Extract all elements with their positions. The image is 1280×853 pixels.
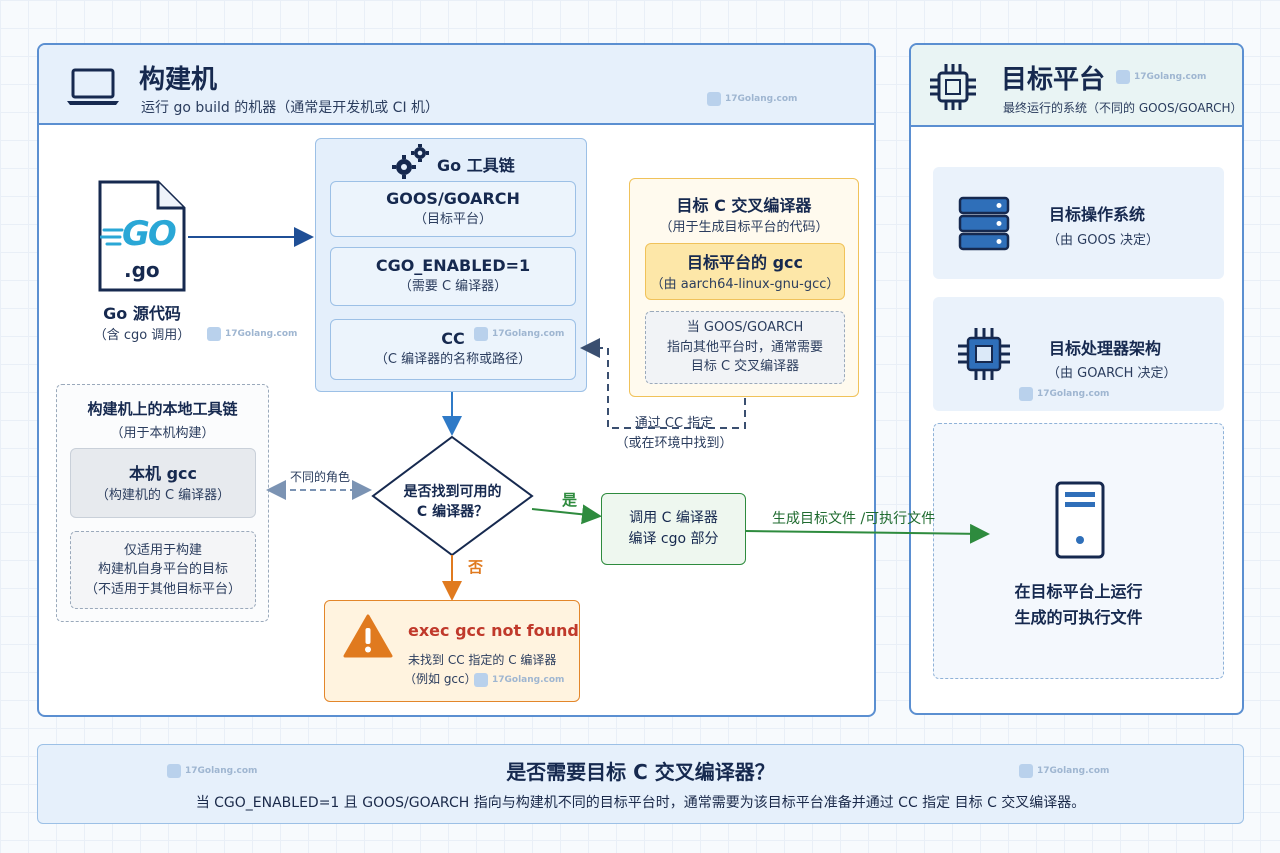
compile-line2: 编译 cgo 部分 [628,531,719,547]
arrow-output [744,523,990,544]
watermark-logo-icon [474,673,488,687]
cross-gcc-box: 目标平台的 gcc （由 aarch64-linux-gnu-gcc） [645,243,845,300]
target-os-desc: （由 GOOS 决定） [1047,233,1160,248]
cross-compiler-desc: （用于生成目标平台的代码） [659,220,829,235]
go-logo: GO [122,214,177,254]
server-icon [958,196,1010,251]
build-machine-subtitle: 运行 go build 的机器（通常是开发机或 CI 机） [141,100,440,116]
watermark: 17Golang.com [167,764,257,778]
toolchain-cgo-enabled: CGO_ENABLED=1 （需要 C 编译器） [330,247,576,306]
cross-gcc-desc: （由 aarch64-linux-gnu-gcc） [650,276,840,292]
no-label: 否 [468,558,484,576]
target-run-line1: 在目标平台上运行 [1014,582,1143,601]
yes-label: 是 [562,491,578,509]
different-role-label: 不同的角色 [289,470,350,484]
go-source-desc: （含 cgo 调用） [93,328,191,343]
via-cc-line1: 通过 CC 指定 [634,416,714,431]
build-machine-title: 构建机 [139,65,218,95]
compile-box: 调用 C 编译器 编译 cgo 部分 [601,493,746,565]
target-run-line2: 生成的可执行文件 [1014,608,1143,627]
error-title: exec gcc not found [408,621,579,640]
target-arch-desc: （由 GOARCH 决定） [1047,366,1177,381]
target-run-card: 在目标平台上运行 生成的可执行文件 [933,423,1224,679]
cross-note-line3: 目标 C 交叉编译器 [690,359,800,375]
chip-icon [930,64,976,110]
local-gcc-desc: （构建机的 C 编译器） [95,488,231,504]
footer-title: 是否需要目标 C 交叉编译器？ [506,760,775,784]
laptop-icon [67,68,119,105]
watermark-logo-icon [474,327,488,341]
go-toolchain-title: Go 工具链 [437,156,515,175]
target-arch-card: 目标处理器架构 （由 GOARCH 决定） [933,297,1224,411]
toolchain-goos-goarch: GOOS/GOARCH （目标平台） [330,181,576,237]
target-platform-panel: 目标平台 最终运行的系统（不同的 GOOS/GOARCH） 目标操作系统 （由 … [909,43,1244,715]
target-os-title: 目标操作系统 [1049,205,1146,224]
target-os-card: 目标操作系统 （由 GOOS 决定） [933,167,1224,279]
watermark-logo-icon [1116,70,1130,84]
via-cc-label: 通过 CC 指定 （或在环境中找到） [612,414,736,454]
output-label: 生成目标文件 /可执行文件 [772,511,936,527]
watermark: 17Golang.com [1019,764,1109,778]
local-note-line2: 构建机自身平台的目标 [97,562,228,578]
watermark-logo-icon [1019,764,1033,778]
cross-note-line2: 指向其他平台时，通常需要 [666,339,823,355]
cross-compiler-note: 当 GOOS/GOARCH 指向其他平台时，通常需要 目标 C 交叉编译器 [645,311,845,384]
go-source-title: Go 源代码 [103,304,181,323]
target-platform-header: 目标平台 最终运行的系统（不同的 GOOS/GOARCH） [911,45,1242,127]
target-platform-subtitle: 最终运行的系统（不同的 GOOS/GOARCH） [1003,101,1243,115]
local-toolchain-desc: （用于本机构建） [110,426,215,441]
computer-tower-icon [1055,481,1105,559]
goos-goarch-title: GOOS/GOARCH [386,188,520,208]
watermark: 17Golang.com [474,673,564,687]
watermark-logo-icon [207,327,221,341]
watermark: 17Golang.com [707,92,797,106]
cross-compiler-title: 目标 C 交叉编译器 [676,196,812,215]
watermark: 17Golang.com [474,327,564,341]
compile-line1: 调用 C 编译器 [629,510,718,526]
error-line2: （例如 gcc） [404,672,477,686]
go-speed-lines-icon [100,228,124,246]
cc-desc: （C 编译器的名称或路径） [374,352,532,368]
local-toolchain-title: 构建机上的本地工具链 [87,400,238,418]
toolchain-cc: CC （C 编译器的名称或路径） [330,319,576,380]
watermark: 17Golang.com [207,327,297,341]
target-platform-title: 目标平台 [1001,65,1106,95]
cross-gcc-title: 目标平台的 gcc [687,252,803,272]
decision-line1: 是否找到可用的 [403,484,502,500]
local-note-line1: 仅适用于构建 [123,542,202,558]
watermark: 17Golang.com [1116,70,1206,84]
decision-line2: C 编译器？ [416,504,489,520]
watermark-logo-icon [707,92,721,106]
watermark-logo-icon [167,764,181,778]
local-toolchain-note: 仅适用于构建 构建机自身平台的目标 （不适用于其他目标平台） [70,531,256,609]
target-arch-title: 目标处理器架构 [1049,339,1162,358]
local-gcc-box: 本机 gcc （构建机的 C 编译器） [70,448,256,518]
cgo-enabled-desc: （需要 C 编译器） [398,279,508,295]
cgo-enabled-title: CGO_ENABLED=1 [375,256,531,276]
footer-panel [37,744,1244,824]
watermark-logo-icon [1019,387,1033,401]
cross-note-line1: 当 GOOS/GOARCH [686,320,804,336]
go-file-icon [98,180,186,292]
build-machine-header: 构建机 运行 go build 的机器（通常是开发机或 CI 机） [39,45,874,125]
cpu-icon [958,328,1010,380]
watermark: 17Golang.com [1019,387,1109,401]
cc-title: CC [441,329,465,349]
footer-desc: 当 CGO_ENABLED=1 且 GOOS/GOARCH 指向与构建机不同的目… [195,795,1086,811]
via-cc-line2: （或在环境中找到） [615,436,733,452]
warning-icon [343,614,393,658]
gears-icon [392,144,429,179]
local-gcc-title: 本机 gcc [129,464,197,484]
arrow-yes [531,504,602,525]
local-note-line3: （不适用于其他目标平台） [84,581,241,597]
arrow-cross-to-cc [580,338,746,429]
go-file-ext: .go [124,258,160,282]
goos-goarch-desc: （目标平台） [413,211,492,227]
error-line1: 未找到 CC 指定的 C 编译器 [408,653,557,667]
